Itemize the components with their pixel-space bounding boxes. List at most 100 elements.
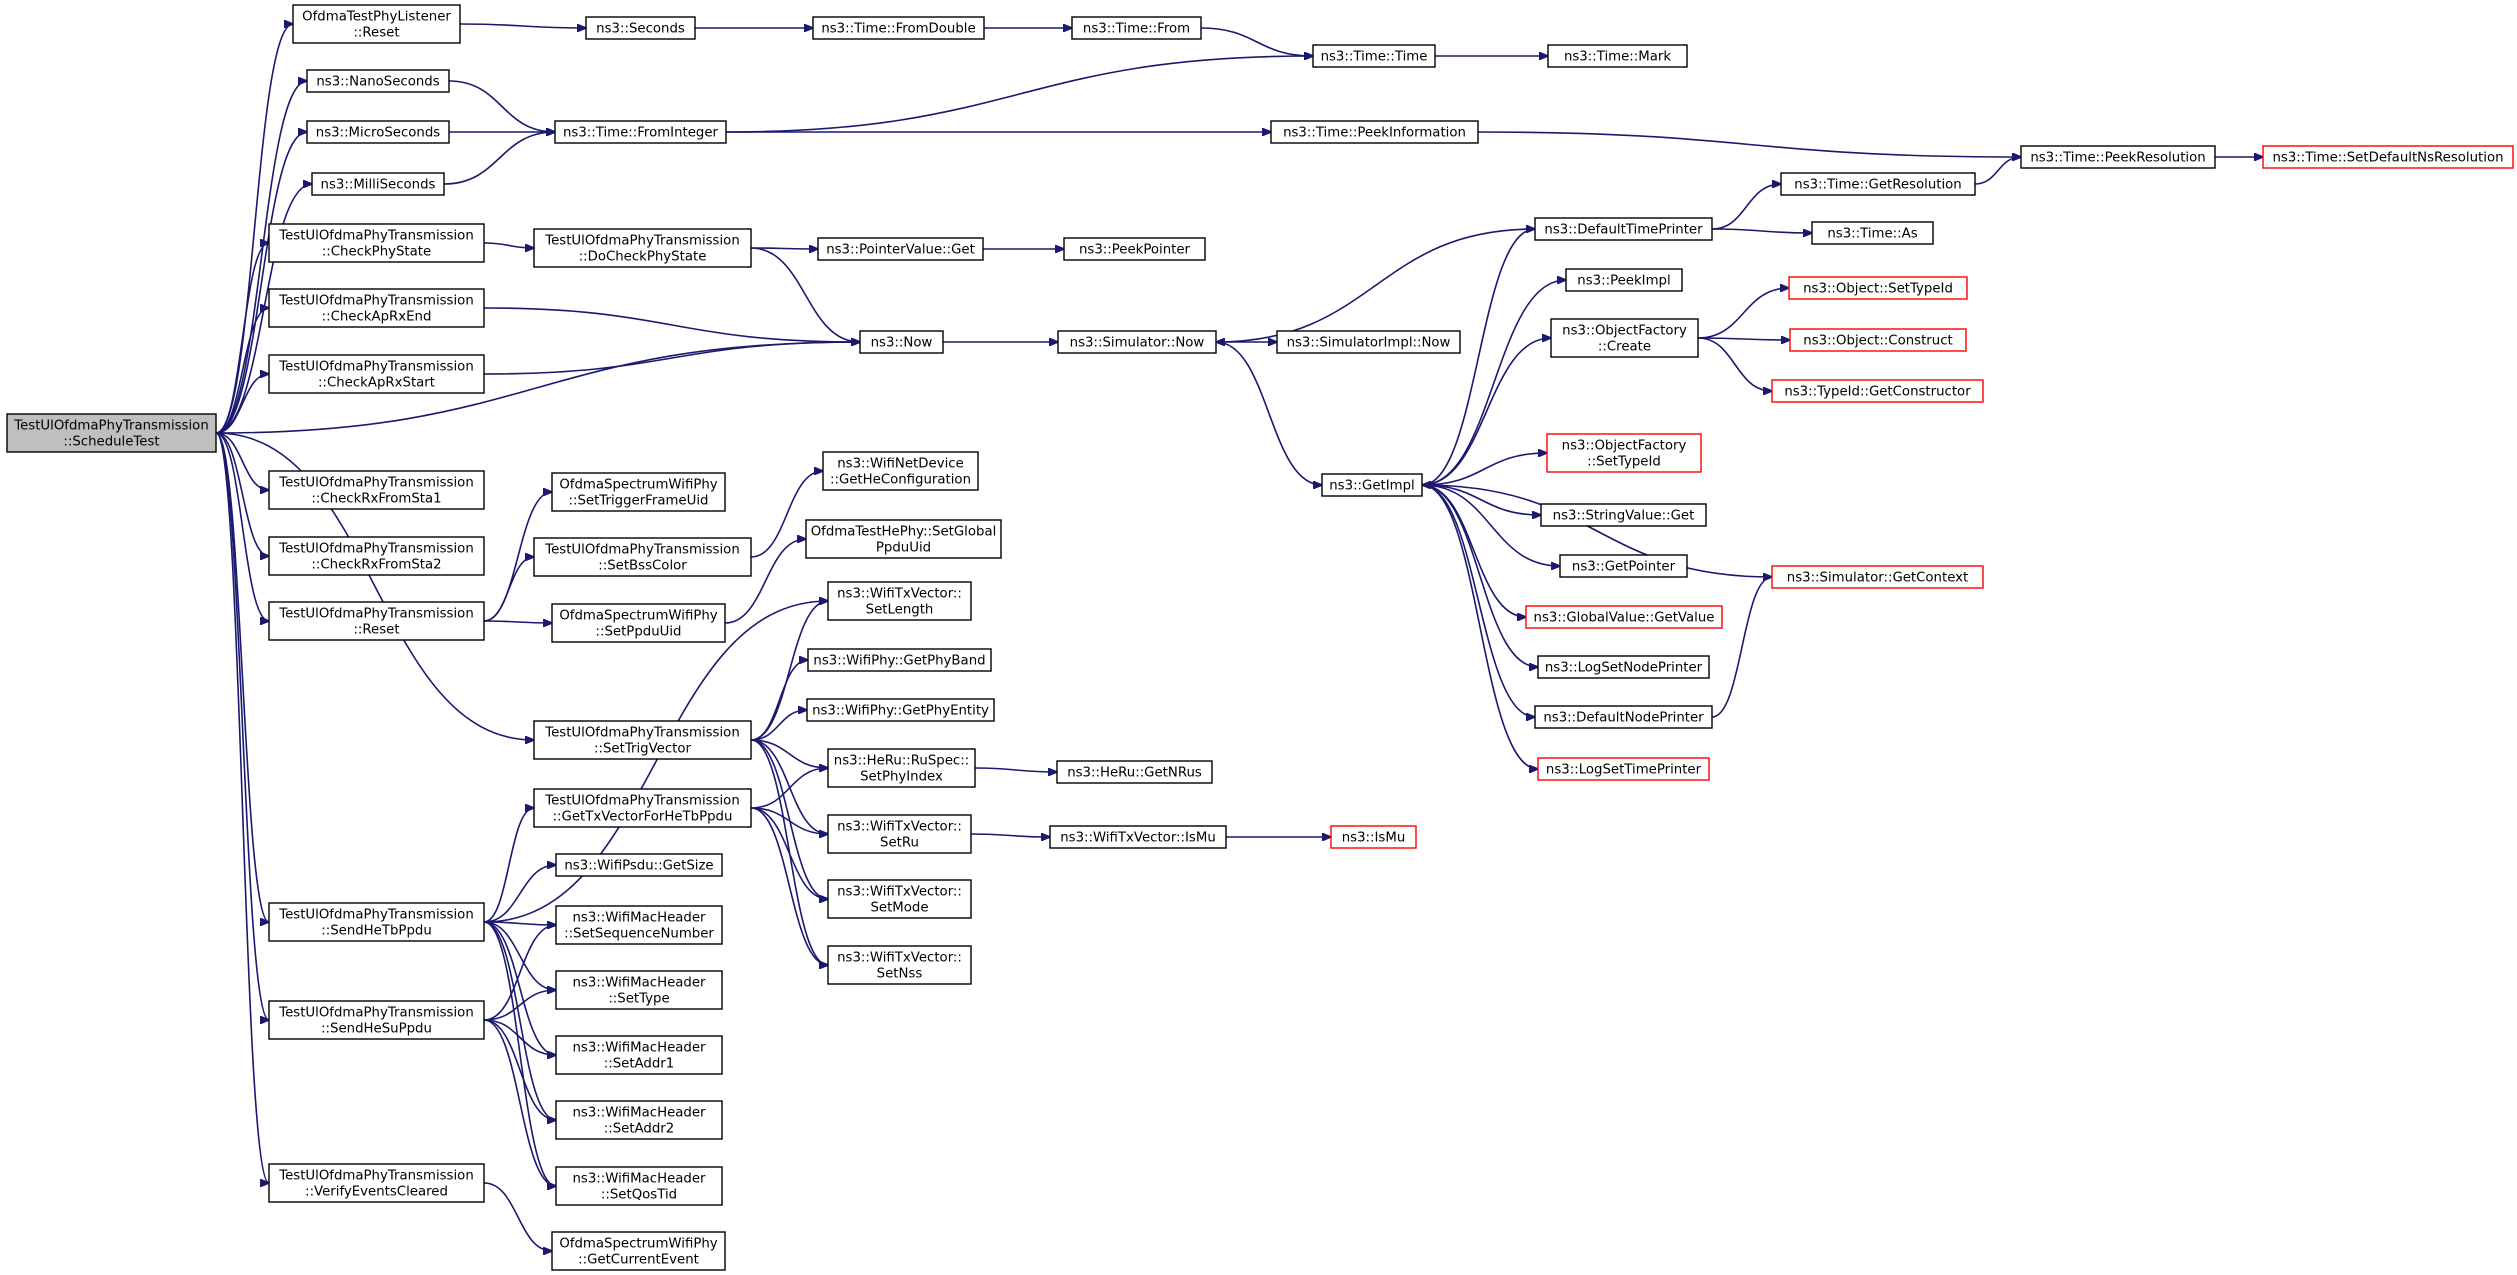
node-timetime[interactable]: ns3::Time::Time	[1312, 44, 1436, 68]
node-now[interactable]: ns3::Now	[859, 330, 944, 354]
node-getphyentity[interactable]: ns3::WifiPhy::GetPhyEntity	[806, 698, 995, 722]
node-txsetru[interactable]: ns3::WifiTxVector::SetRu	[827, 814, 972, 854]
node-peekimpl[interactable]: ns3::PeekImpl	[1565, 268, 1683, 292]
node-sendhesuppdu[interactable]: TestUlOfdmaPhyTransmission::SendHeSuPpdu	[268, 1000, 485, 1040]
node-peekresolution-box	[2020, 145, 2216, 169]
node-objconstruct[interactable]: ns3::Object::Construct	[1789, 328, 1967, 352]
node-setseqnum[interactable]: ns3::WifiMacHeader::SetSequenceNumber	[555, 905, 723, 945]
node-getimpl[interactable]: ns3::GetImpl	[1321, 473, 1423, 497]
node-txismu[interactable]: ns3::WifiTxVector::IsMu	[1049, 825, 1227, 849]
node-docheckphystate-label: ::DoCheckPhyState	[579, 250, 707, 265]
node-ofsettypeid[interactable]: ns3::ObjectFactory::SetTypeId	[1546, 433, 1702, 473]
node-settype-label: ns3::WifiMacHeader	[572, 976, 706, 991]
node-peekresolution[interactable]: ns3::Time::PeekResolution	[2020, 145, 2216, 169]
node-objsettypeid[interactable]: ns3::Object::SetTypeId	[1788, 276, 1968, 300]
node-checkrxfromsta2[interactable]: TestUlOfdmaPhyTransmission::CheckRxFromS…	[268, 536, 485, 576]
node-getheconfig[interactable]: ns3::WifiNetDevice::GetHeConfiguration	[822, 451, 979, 491]
node-listener_reset[interactable]: OfdmaTestPhyListener::Reset	[292, 4, 461, 44]
node-verifyevents[interactable]: TestUlOfdmaPhyTransmission::VerifyEvents…	[268, 1163, 485, 1203]
edge-root-to-checkrxfromsta1	[215, 432, 269, 490]
node-settrigvector[interactable]: TestUlOfdmaPhyTransmission::SetTrigVecto…	[533, 720, 752, 760]
node-getpointer[interactable]: ns3::GetPointer	[1559, 554, 1688, 578]
node-simgetcontext[interactable]: ns3::Simulator::GetContext	[1771, 565, 1984, 589]
node-checkaprxend[interactable]: TestUlOfdmaPhyTransmission::CheckApRxEnd	[268, 288, 485, 328]
node-simulatornow[interactable]: ns3::Simulator::Now	[1057, 330, 1217, 354]
node-psdugetsize[interactable]: ns3::WifiPsdu::GetSize	[555, 853, 723, 877]
node-settype[interactable]: ns3::WifiMacHeader::SetType	[555, 970, 723, 1010]
node-checkphystate[interactable]: TestUlOfdmaPhyTransmission::CheckPhyStat…	[268, 223, 485, 263]
edge-verifyevents-to-getcurrentevent	[483, 1182, 552, 1251]
edge-sendhetbppdu-to-gettxvector	[483, 808, 534, 923]
node-checkrxfromsta1[interactable]: TestUlOfdmaPhyTransmission::CheckRxFromS…	[268, 470, 485, 510]
node-txsetlength-box	[827, 581, 972, 621]
node-setaddr2[interactable]: ns3::WifiMacHeader::SetAddr2	[555, 1100, 723, 1140]
node-setphyindex-label: SetPhyIndex	[860, 770, 943, 785]
node-verifyevents-box	[268, 1163, 485, 1203]
node-seconds[interactable]: ns3::Seconds	[585, 16, 696, 40]
edge-peekinformation-to-peekresolution	[1477, 131, 2021, 157]
node-checkaprxstart[interactable]: TestUlOfdmaPhyTransmission::CheckApRxSta…	[268, 354, 485, 394]
edge-test_reset-to-setppduuid	[483, 621, 552, 623]
edge-timefrom-to-timetime	[1200, 27, 1313, 56]
node-ofcreate[interactable]: ns3::ObjectFactory::Create	[1550, 318, 1699, 358]
node-txsetnss[interactable]: ns3::WifiTxVector::SetNss	[827, 945, 972, 985]
edge-root-to-checkphystate	[215, 243, 269, 434]
node-logsettimeprinter[interactable]: ns3::LogSetTimePrinter	[1537, 757, 1710, 781]
node-root[interactable]: TestUlOfdmaPhyTransmission::ScheduleTest	[6, 413, 217, 453]
node-setppduuid[interactable]: OfdmaSpectrumWifiPhy::SetPpduUid	[551, 603, 726, 643]
node-setqostid[interactable]: ns3::WifiMacHeader::SetQosTid	[555, 1166, 723, 1206]
node-txsetlength[interactable]: ns3::WifiTxVector::SetLength	[827, 581, 972, 621]
node-globalvalueget[interactable]: ns3::GlobalValue::GetValue	[1525, 605, 1723, 629]
node-txsetmode[interactable]: ns3::WifiTxVector::SetMode	[827, 879, 972, 919]
node-txismu-label: ns3::WifiTxVector::IsMu	[1060, 831, 1216, 846]
node-getcurrentevent[interactable]: OfdmaSpectrumWifiPhy::GetCurrentEvent	[551, 1231, 726, 1271]
node-timemark[interactable]: ns3::Time::Mark	[1547, 44, 1688, 68]
node-setphyindex[interactable]: ns3::HeRu::RuSpec::SetPhyIndex	[827, 748, 976, 788]
node-defaultnodeprinter-box	[1534, 705, 1713, 729]
node-logsettimeprinter-box	[1537, 757, 1710, 781]
node-fromdouble[interactable]: ns3::Time::FromDouble	[812, 16, 985, 40]
node-peekpointer[interactable]: ns3::PeekPointer	[1063, 237, 1206, 261]
node-setseqnum-box	[555, 905, 723, 945]
node-sendhetbppdu[interactable]: TestUlOfdmaPhyTransmission::SendHeTbPpdu	[268, 902, 485, 942]
node-nanoseconds[interactable]: ns3::NanoSeconds	[306, 69, 450, 93]
node-txsetru-label: ns3::WifiTxVector::	[837, 820, 962, 835]
node-timeas[interactable]: ns3::Time::As	[1811, 221, 1934, 245]
node-setaddr1[interactable]: ns3::WifiMacHeader::SetAddr1	[555, 1035, 723, 1075]
edge-checkaprxstart-to-now	[483, 342, 860, 375]
node-getresolution[interactable]: ns3::Time::GetResolution	[1780, 172, 1976, 196]
node-pointervalueget[interactable]: ns3::PointerValue::Get	[817, 237, 984, 261]
node-getnrus[interactable]: ns3::HeRu::GetNRus	[1056, 760, 1213, 784]
node-frominteger[interactable]: ns3::Time::FromInteger	[554, 120, 727, 144]
node-ofcreate-label: ::Create	[1598, 340, 1651, 355]
edge-sendhesuppdu-to-setaddr2	[483, 1019, 556, 1120]
edge-getimpl-to-defaultnodeprinter	[1421, 484, 1535, 717]
node-milliseconds[interactable]: ns3::MilliSeconds	[311, 172, 445, 196]
edge-ofcreate-to-typeidgetctor	[1697, 337, 1772, 391]
node-settrigvector-box	[533, 720, 752, 760]
node-microseconds[interactable]: ns3::MicroSeconds	[306, 120, 450, 144]
node-setbsscolor[interactable]: TestUlOfdmaPhyTransmission::SetBssColor	[533, 537, 752, 577]
node-docheckphystate[interactable]: TestUlOfdmaPhyTransmission::DoCheckPhySt…	[533, 228, 752, 268]
node-typeidgetctor[interactable]: ns3::TypeId::GetConstructor	[1771, 379, 1984, 403]
node-settriggerframeuid[interactable]: OfdmaSpectrumWifiPhy::SetTriggerFrameUid	[551, 472, 726, 512]
node-getimpl-box	[1321, 473, 1423, 497]
node-sendhetbppdu-box	[268, 902, 485, 942]
node-defaulttimeprinter[interactable]: ns3::DefaultTimePrinter	[1534, 217, 1713, 241]
node-test_reset[interactable]: TestUlOfdmaPhyTransmission::Reset	[268, 601, 485, 641]
node-timemark-label: ns3::Time::Mark	[1564, 50, 1671, 65]
node-stringvalueget[interactable]: ns3::StringValue::Get	[1540, 503, 1707, 527]
node-simimplnow[interactable]: ns3::SimulatorImpl::Now	[1276, 330, 1461, 354]
node-peekinformation[interactable]: ns3::Time::PeekInformation	[1270, 120, 1479, 144]
node-ismu[interactable]: ns3::IsMu	[1330, 825, 1417, 849]
node-typeidgetctor-box	[1771, 379, 1984, 403]
node-logsetnodeprinter[interactable]: ns3::LogSetNodePrinter	[1537, 655, 1710, 679]
node-gettxvector[interactable]: TestUlOfdmaPhyTransmission::GetTxVectorF…	[533, 788, 752, 828]
node-setdefaultns[interactable]: ns3::Time::SetDefaultNsResolution	[2262, 145, 2514, 169]
node-txsetru-box	[827, 814, 972, 854]
node-defaultnodeprinter[interactable]: ns3::DefaultNodePrinter	[1534, 705, 1713, 729]
edge-settrigvector-to-setphyindex	[750, 739, 828, 768]
node-timefrom[interactable]: ns3::Time::From	[1071, 16, 1202, 40]
node-getphyband[interactable]: ns3::WifiPhy::GetPhyBand	[807, 648, 992, 672]
